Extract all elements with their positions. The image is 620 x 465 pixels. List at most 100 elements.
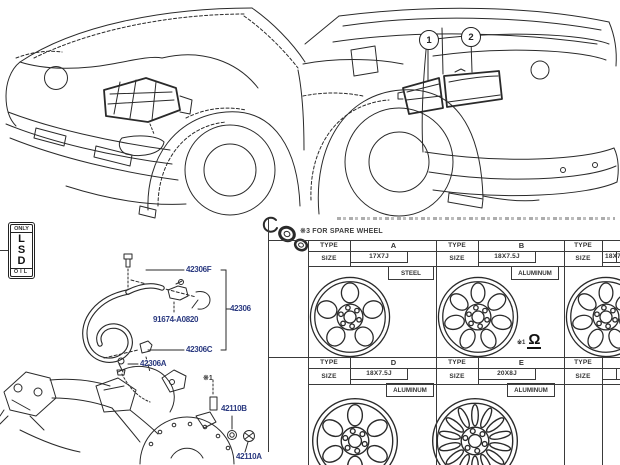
front-emblem <box>44 66 68 90</box>
headlamp-unit <box>103 77 193 135</box>
spare-wheel-note: ※3 FOR SPARE WHEEL <box>300 228 383 235</box>
type-value-d: D <box>390 358 397 367</box>
grid-line <box>436 240 437 465</box>
grid-line <box>308 384 620 385</box>
part-label-42306F[interactable]: 42306F <box>186 265 212 274</box>
lsd-letter-s: S <box>17 243 26 256</box>
type-header-b: TYPE <box>448 242 466 249</box>
lsd-oil-caution-label: ONLY L S D OIL <box>8 222 35 279</box>
type-value-a: A <box>390 241 397 250</box>
grid-line <box>407 251 408 262</box>
rear-emblem <box>530 60 550 80</box>
grid-line <box>308 251 620 252</box>
front-tire <box>184 124 276 216</box>
callout-1-number: 1 <box>426 34 432 46</box>
size-header-c: SIZE <box>575 255 591 262</box>
wheel-a-steel <box>309 276 391 358</box>
grid-line <box>478 262 536 263</box>
grid-line <box>350 379 408 380</box>
breather-bolt <box>123 253 133 291</box>
type-header-e: TYPE <box>448 359 466 366</box>
axle-assembly-illustration <box>0 253 255 465</box>
lsd-only-text: ONLY <box>11 226 32 233</box>
part-label-42306A[interactable]: 42306A <box>140 359 167 368</box>
callout-2-number: 2 <box>468 31 474 43</box>
wheel-c-aluminum <box>565 276 620 358</box>
grid-line <box>308 368 620 369</box>
grid-line <box>268 219 269 452</box>
grid-line <box>535 251 536 262</box>
fog-lamp-pocket <box>118 135 165 156</box>
part-label-42306C[interactable]: 42306C <box>186 345 213 354</box>
hose-elbow <box>191 291 211 310</box>
grid-line <box>350 240 351 266</box>
grid-line <box>478 357 479 384</box>
part-label-91674-A0820[interactable]: 91674-A0820 <box>153 315 199 324</box>
grid-line <box>602 379 620 380</box>
size-value-d: 18X7.5J <box>366 370 392 377</box>
front-wheel-arch <box>147 111 301 211</box>
rear-tire <box>344 107 454 217</box>
size-header-b: SIZE <box>449 255 465 262</box>
lsd-letter-l: L <box>18 232 25 245</box>
grid-line <box>308 266 620 267</box>
tail-lamp-2 <box>443 68 503 108</box>
type-header-c: TYPE <box>574 242 592 249</box>
valve-reference-mark: ※1 Ω <box>517 331 542 349</box>
reference-mark-1b: ※1 <box>517 340 526 346</box>
axle-housing <box>0 365 235 465</box>
wheel-d-aluminum <box>312 398 398 465</box>
type-value-b: B <box>518 241 525 250</box>
part-label-42110A[interactable]: 42110A <box>236 452 262 461</box>
callout-1[interactable]: 1 <box>419 30 439 50</box>
size-value-b: 18X7.5J <box>494 253 520 260</box>
grid-line <box>407 368 408 379</box>
hose-clamp <box>167 279 189 314</box>
material-badge-aluminum-d: ALUMINUM <box>386 383 434 397</box>
grid-line <box>0 250 8 251</box>
material-badge-steel-a: STEEL <box>388 266 434 280</box>
lower-fitting <box>103 340 153 373</box>
size-value-c: 18X7 <box>605 253 620 260</box>
omega-valve-icon: Ω <box>527 331 542 349</box>
type-header-a: TYPE <box>320 242 338 249</box>
size-value-e: 20X8J <box>497 370 517 377</box>
grid-line <box>308 240 309 465</box>
type-header-d: TYPE <box>320 359 338 366</box>
size-value-f <box>605 368 620 379</box>
grid-line <box>602 357 603 465</box>
lsd-oil-text: OIL <box>11 267 32 275</box>
wheel-e-aluminum <box>432 398 518 465</box>
wheel-b-aluminum <box>437 276 519 358</box>
material-badge-aluminum-e: ALUMINUM <box>507 383 555 397</box>
size-header-a: SIZE <box>321 255 337 262</box>
illegible-note-line <box>337 217 615 220</box>
reference-mark-1: ※1 <box>203 375 213 382</box>
type-header-f: TYPE <box>574 359 592 366</box>
grid-line <box>602 240 603 266</box>
fuel-door <box>350 45 379 77</box>
tail-lamp-1 <box>397 77 444 115</box>
pin-mark <box>209 379 218 411</box>
type-value-e: E <box>518 358 525 367</box>
callout-2[interactable]: 2 <box>461 27 481 47</box>
grid-line <box>478 240 479 266</box>
label-leader-lines <box>145 269 231 351</box>
grid-line <box>616 251 617 262</box>
truck-front-illustration <box>5 7 306 219</box>
rear-wheel-arch <box>317 89 484 215</box>
grid-line <box>350 262 408 263</box>
suv-rear-illustration <box>302 7 619 217</box>
part-label-42306[interactable]: 42306 <box>230 304 251 313</box>
lsd-letter-d: D <box>17 254 26 267</box>
grid-line <box>616 368 617 379</box>
grid-line <box>268 240 620 241</box>
grid-line <box>350 357 351 384</box>
grid-line <box>478 379 536 380</box>
gasket-and-plug <box>227 415 255 453</box>
part-label-42110B[interactable]: 42110B <box>221 404 247 413</box>
grid-line <box>564 240 565 465</box>
lsd-oil-caution-inner: ONLY L S D OIL <box>10 224 33 277</box>
size-value-a: 17X7J <box>369 253 389 260</box>
